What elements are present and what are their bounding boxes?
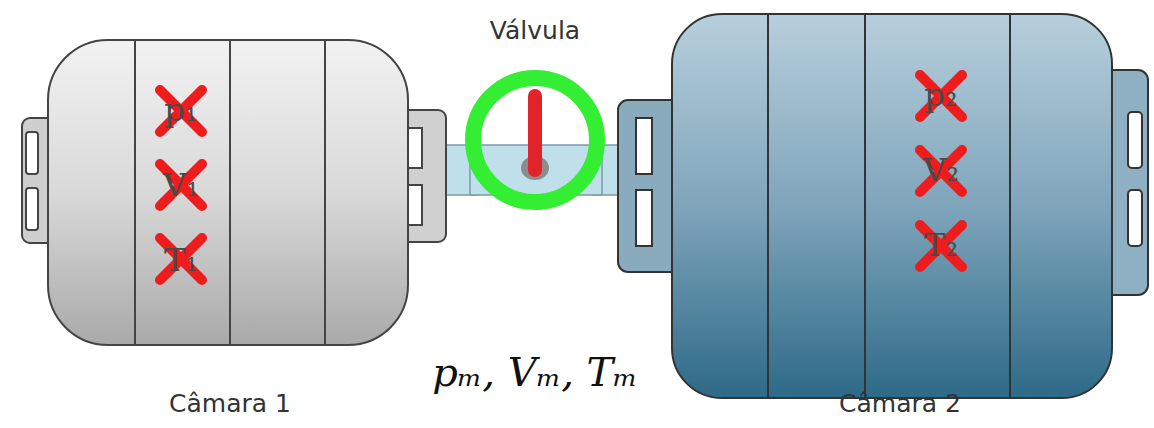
- valve-ring: [473, 78, 597, 202]
- state-symbol: p₂: [924, 76, 957, 114]
- chamber1-bands: [135, 40, 325, 345]
- state-symbol: V₂: [923, 151, 959, 189]
- valve-handle: [528, 96, 542, 170]
- chamber2-bands: [768, 14, 1010, 398]
- state-symbol: V₁: [163, 166, 199, 204]
- state-symbol: T₁: [164, 241, 198, 279]
- mixture-state-label: pₘ, Vₘ, Tₘ: [432, 349, 638, 395]
- valve: Válvula: [473, 78, 597, 202]
- state-symbol: T₂: [924, 226, 958, 264]
- cross-marks: [160, 75, 962, 280]
- chamber-2: p₂V₂T₂Câmara 2: [672, 14, 1112, 398]
- part-name: Válvula: [490, 16, 580, 45]
- chamber-1: p₁V₁T₁Câmara 1: [48, 40, 408, 345]
- chamber2-body: [672, 14, 1112, 398]
- part-name: Câmara 2: [839, 389, 961, 418]
- part-name: Câmara 1: [169, 389, 291, 418]
- state-symbol: p₁: [164, 91, 197, 129]
- chamber1-body: [48, 40, 408, 345]
